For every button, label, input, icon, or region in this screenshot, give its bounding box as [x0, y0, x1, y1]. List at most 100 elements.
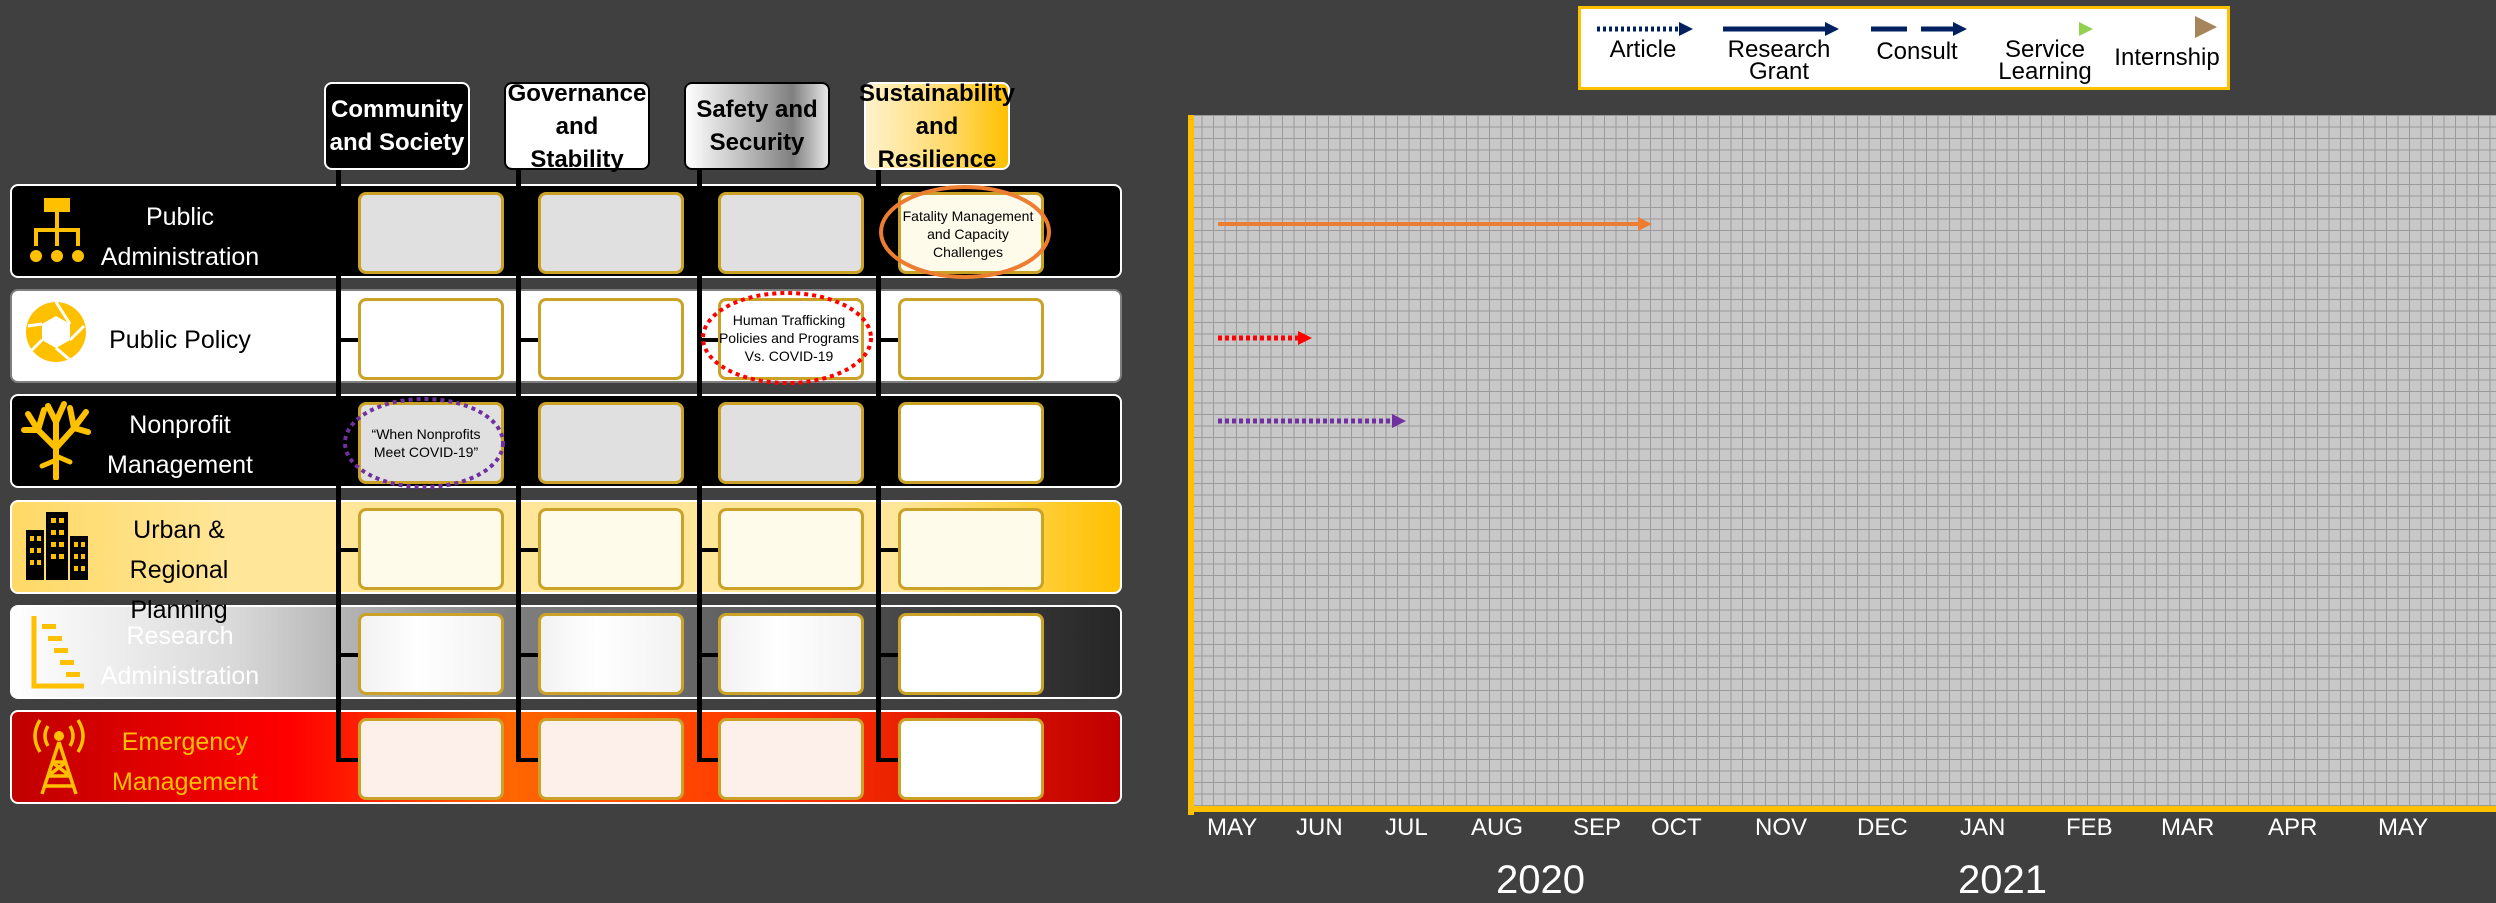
matrix-cell[interactable] — [718, 192, 864, 274]
connector-tick — [876, 442, 900, 446]
nonprofit-article-arrow — [1218, 414, 1406, 428]
month-label: MAY — [1207, 814, 1258, 841]
connector-tick — [697, 653, 721, 657]
month-label: APR — [2268, 814, 2318, 841]
matrix-cell[interactable] — [718, 402, 864, 484]
connector-tick — [697, 232, 721, 236]
connector-line — [336, 170, 341, 760]
timeline-x-axis — [1188, 806, 2496, 812]
consult-arrow-icon — [1871, 22, 1967, 36]
row-label-research-administration: Research Administration — [100, 622, 260, 690]
connector-tick — [697, 758, 721, 762]
nonprofits-highlight-ellipse — [343, 397, 505, 489]
radio-tower-icon — [33, 719, 85, 795]
connector-tick — [697, 338, 721, 342]
matrix-cell[interactable] — [358, 718, 504, 800]
connector-tick — [697, 442, 721, 446]
internship-arrow-icon — [2123, 16, 2217, 38]
connector-tick — [336, 338, 360, 342]
matrix-cell[interactable] — [718, 718, 864, 800]
column-header-sustainability: Sustainability and Resilience — [858, 79, 1016, 173]
matrix-cell[interactable] — [538, 298, 684, 380]
column-header-governance: Governance and Stability — [504, 80, 650, 173]
connector-line — [876, 170, 881, 760]
timeline-y-axis — [1188, 115, 1194, 815]
connector-tick — [516, 758, 540, 762]
row-label-emergency-management: Emergency Management — [112, 728, 258, 796]
matrix-cell[interactable] — [358, 613, 504, 695]
service-learning-arrow-icon — [1997, 22, 2093, 36]
connector-tick — [876, 758, 900, 762]
matrix-cell[interactable] — [538, 613, 684, 695]
connector-tick — [336, 232, 360, 236]
legend-research-grant-label: Research Grant — [1727, 36, 1831, 85]
connector-tick — [336, 758, 360, 762]
legend-service-learning-label: Service Learning — [1998, 36, 2092, 85]
row-label-public-administration: Public Administration — [100, 203, 260, 271]
org-chart-icon — [30, 198, 84, 262]
connector-tick — [516, 653, 540, 657]
month-label: DEC — [1857, 814, 1908, 841]
fatality-research-grant-arrow — [1218, 217, 1652, 231]
connector-tick — [336, 548, 360, 552]
row-label-nonprofit-management: Nonprofit Management — [107, 411, 253, 479]
matrix-cell[interactable] — [358, 298, 504, 380]
connector-tick — [516, 338, 540, 342]
matrix-cell[interactable] — [898, 298, 1044, 380]
matrix-cell[interactable] — [718, 298, 864, 380]
connector-tick — [697, 548, 721, 552]
legend-internship-label: Internship — [2114, 44, 2220, 71]
column-header-community: Community and Society — [324, 82, 470, 170]
matrix-cell[interactable] — [898, 718, 1044, 800]
legend-article-label: Article — [1609, 36, 1677, 63]
article-arrow-icon — [1597, 22, 1693, 36]
aperture-icon — [26, 301, 86, 362]
connector-tick — [516, 442, 540, 446]
connector-tick — [876, 653, 900, 657]
connector-tick — [876, 232, 900, 236]
project-nonprofits-covid[interactable]: “When Nonprofits Meet COVID-19” — [371, 426, 481, 460]
matrix-cell[interactable] — [718, 613, 864, 695]
matrix-cell[interactable] — [898, 402, 1044, 484]
trafficking-highlight-ellipse — [701, 291, 873, 385]
connector-line — [697, 170, 702, 760]
year-label-2020: 2020 — [1496, 858, 1585, 902]
matrix-cell[interactable] — [898, 613, 1044, 695]
matrix-cell[interactable] — [358, 508, 504, 590]
month-label: MAY — [2378, 814, 2429, 841]
matrix-cell[interactable] — [898, 508, 1044, 590]
month-label: NOV — [1755, 814, 1808, 841]
connector-tick — [516, 232, 540, 236]
connector-tick — [876, 548, 900, 552]
trafficking-service-arrow — [1218, 331, 1312, 345]
month-label: AUG — [1471, 814, 1524, 841]
matrix-cell[interactable] — [718, 508, 864, 590]
month-label: OCT — [1651, 814, 1702, 841]
row-label-public-policy: Public Policy — [109, 326, 251, 354]
matrix-cell[interactable] — [538, 192, 684, 274]
matrix-cell[interactable] — [358, 402, 504, 484]
month-label: JUL — [1385, 814, 1428, 841]
fatality-highlight-ellipse — [879, 185, 1051, 279]
matrix-cell[interactable] — [538, 718, 684, 800]
connector-tick — [516, 548, 540, 552]
month-label: MAR — [2161, 814, 2215, 841]
coral-tree-icon — [21, 401, 91, 480]
connector-tick — [876, 338, 900, 342]
matrix-cell[interactable] — [538, 402, 684, 484]
legend-consult-label: Consult — [1876, 38, 1958, 65]
month-label: SEP — [1573, 814, 1622, 841]
matrix-cell[interactable] — [898, 192, 1044, 274]
year-label-2021: 2021 — [1958, 858, 2047, 902]
connector-line — [516, 170, 521, 760]
timeline-grid — [1190, 115, 2496, 811]
matrix-cell[interactable] — [358, 192, 504, 274]
research-grant-arrow-icon — [1723, 22, 1839, 36]
connector-tick — [336, 442, 360, 446]
month-label: FEB — [2066, 814, 2113, 841]
project-human-trafficking[interactable]: Human Trafficking Policies and Programs … — [718, 312, 860, 364]
row-label-urban-planning: Urban & Regional Planning — [129, 516, 229, 624]
staircase-chart-icon — [31, 616, 84, 689]
project-fatality-management[interactable]: Fatality Management and Capacity Challen… — [902, 208, 1034, 260]
matrix-cell[interactable] — [538, 508, 684, 590]
